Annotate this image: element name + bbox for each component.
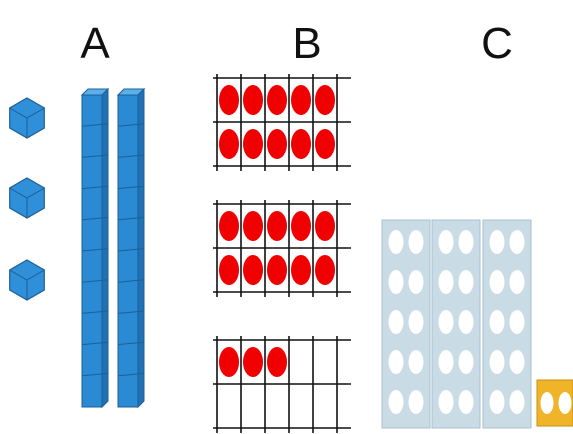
strip-hole <box>438 350 454 374</box>
strip-hole <box>408 230 424 254</box>
strip-hole <box>489 270 505 294</box>
unit-cube-icon <box>9 177 45 219</box>
counter-icon <box>267 129 287 159</box>
strip-hole <box>388 350 404 374</box>
strip-hole <box>438 310 454 334</box>
counter-icon <box>291 129 311 159</box>
label-a: A <box>80 19 110 68</box>
strip-hole <box>388 310 404 334</box>
ten-frames-model <box>213 74 351 433</box>
strip-hole <box>438 230 454 254</box>
label-c: C <box>481 19 513 68</box>
counter-icon <box>219 255 239 285</box>
counter-icon <box>219 211 239 241</box>
strip-hole <box>458 390 474 414</box>
counter-icon <box>291 211 311 241</box>
strip-hole <box>489 350 505 374</box>
strip-hole <box>388 390 404 414</box>
strip-hole <box>458 270 474 294</box>
counter-icon <box>315 211 335 241</box>
ten-strip <box>431 219 481 429</box>
strip-hole <box>489 390 505 414</box>
strip-hole <box>408 350 424 374</box>
strip-hole <box>438 390 454 414</box>
counter-icon <box>219 85 239 115</box>
counter-icon <box>219 347 239 377</box>
ten-rod-icon <box>80 87 110 409</box>
strip-hole <box>388 270 404 294</box>
counter-icon <box>243 129 263 159</box>
counter-icon <box>291 255 311 285</box>
counter-icon <box>315 85 335 115</box>
strip-hole <box>388 230 404 254</box>
ten-rod-icon <box>116 87 146 409</box>
counter-icon <box>267 85 287 115</box>
unit-cube-icon <box>9 259 45 301</box>
ten-frame <box>213 336 351 433</box>
label-b: B <box>292 19 321 68</box>
counter-icon <box>267 211 287 241</box>
strip-hole <box>408 310 424 334</box>
counter-icon <box>267 347 287 377</box>
counter-icon <box>267 255 287 285</box>
ten-frame <box>213 74 351 171</box>
counter-icon <box>315 255 335 285</box>
strip-hole <box>509 350 525 374</box>
strip-hole <box>458 230 474 254</box>
counter-icon <box>219 129 239 159</box>
ten-strip <box>482 219 532 429</box>
counter-icon <box>291 85 311 115</box>
ten-strip <box>381 219 431 429</box>
strip-hole <box>458 310 474 334</box>
counter-icon <box>243 211 263 241</box>
ones-hole <box>558 392 572 414</box>
ten-frame <box>213 200 351 297</box>
ones-hole <box>540 392 554 414</box>
strip-hole <box>408 390 424 414</box>
strip-hole <box>509 310 525 334</box>
unit-cube-icon <box>9 97 45 139</box>
strip-hole <box>489 230 505 254</box>
strip-hole <box>438 270 454 294</box>
strip-hole <box>458 350 474 374</box>
counter-icon <box>243 85 263 115</box>
strip-hole <box>509 230 525 254</box>
strip-hole <box>509 390 525 414</box>
strip-hole <box>489 310 505 334</box>
ones-strip <box>536 379 573 427</box>
ten-strips-model <box>381 219 573 429</box>
counter-icon <box>243 347 263 377</box>
counter-icon <box>243 255 263 285</box>
strip-hole <box>509 270 525 294</box>
strip-hole <box>408 270 424 294</box>
base-ten-blocks-model <box>9 87 146 409</box>
counter-icon <box>315 129 335 159</box>
